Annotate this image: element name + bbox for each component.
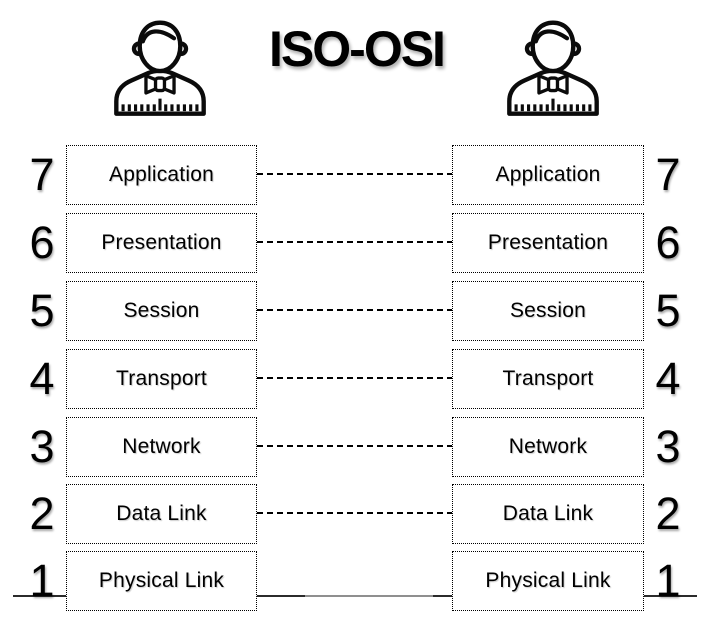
layer-label: Network — [508, 435, 588, 458]
layer-connector-dashed-line — [257, 377, 452, 379]
layer-connector-dashed-line — [257, 173, 452, 175]
layer-label: Physical Link — [485, 569, 611, 592]
layer-number-right: 2 — [655, 488, 681, 539]
layer-box-left: Network — [66, 417, 257, 477]
layer-label: Session — [509, 299, 587, 322]
page-title: ISO-OSI — [269, 21, 446, 77]
layer-number-right: 1 — [655, 555, 681, 606]
layer-label: Application — [495, 163, 601, 186]
layer-label: Presentation — [101, 231, 222, 254]
osi-layer-row: 7 Application Application 7 — [0, 145, 713, 205]
layer-number-left: 6 — [29, 217, 55, 268]
layer-connector-dashed-line — [257, 241, 452, 243]
layer-box-left: Data Link — [66, 484, 257, 544]
layer-box-left: Transport — [66, 349, 257, 409]
layer-label: Network — [122, 435, 201, 458]
layer-number-left: 4 — [29, 353, 55, 404]
layer-number-left: 1 — [29, 555, 55, 606]
layer-label: Application — [109, 163, 214, 186]
layer-connector-dashed-line — [257, 309, 452, 311]
layer-number-right: 7 — [655, 149, 681, 200]
layer-label: Physical Link — [98, 569, 225, 592]
layer-box-right: Physical Link — [452, 551, 644, 611]
layer-label: Data Link — [502, 502, 594, 525]
layer-number-right: 4 — [655, 353, 681, 404]
layer-number-right: 5 — [655, 285, 681, 336]
osi-layer-row: 6 Presentation Presentation 6 — [0, 213, 713, 273]
layer-number-right: 6 — [655, 217, 681, 268]
layer-number-left: 5 — [29, 285, 55, 336]
layer-box-right: Session — [452, 281, 644, 341]
layer-label: Data Link — [116, 502, 207, 525]
layer-box-left: Application — [66, 145, 257, 205]
layer-label: Session — [123, 299, 200, 322]
physical-medium-line-gray-segment — [305, 595, 433, 597]
layer-connector-dashed-line — [257, 445, 452, 447]
layer-box-right: Application — [452, 145, 644, 205]
osi-layer-row: 2 Data Link Data Link 2 — [0, 484, 713, 544]
layer-number-right: 3 — [655, 421, 681, 472]
osi-layer-row: 3 Network Network 3 — [0, 417, 713, 477]
person-with-bow-tie-icon — [108, 16, 212, 122]
layer-box-right: Data Link — [452, 484, 644, 544]
layer-label: Transport — [502, 367, 594, 390]
osi-layer-row: 5 Session Session 5 — [0, 281, 713, 341]
layer-box-right: Transport — [452, 349, 644, 409]
osi-layer-row: 1 Physical Link Physical Link 1 — [0, 551, 713, 611]
layer-label: Presentation — [487, 231, 609, 254]
layer-label: Transport — [116, 367, 207, 390]
layer-number-left: 3 — [29, 421, 55, 472]
layer-number-left: 2 — [29, 488, 55, 539]
layer-number-left: 7 — [29, 149, 55, 200]
layer-box-right: Presentation — [452, 213, 644, 273]
layer-box-left: Presentation — [66, 213, 257, 273]
layer-box-right: Network — [452, 417, 644, 477]
person-with-bow-tie-icon — [501, 16, 605, 122]
osi-layer-row: 4 Transport Transport 4 — [0, 349, 713, 409]
layer-box-left: Session — [66, 281, 257, 341]
layer-connector-dashed-line — [257, 512, 452, 514]
layer-box-left: Physical Link — [66, 551, 257, 611]
